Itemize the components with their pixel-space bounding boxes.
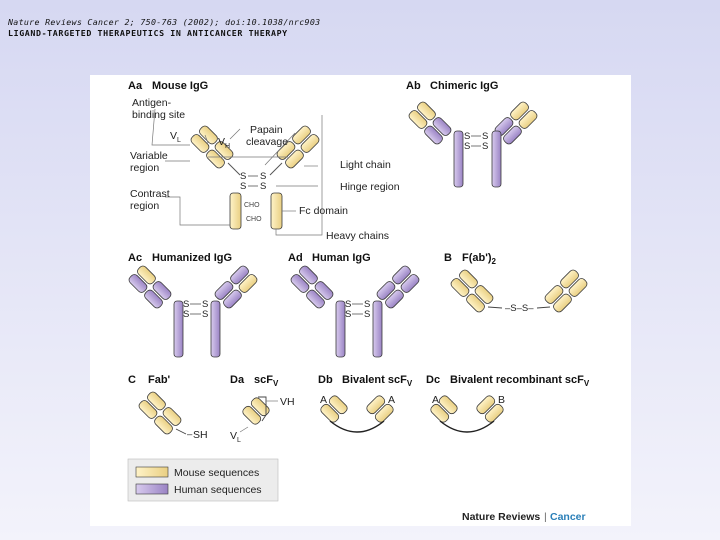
footer-journal: Nature Reviews — [462, 511, 540, 523]
panel-ac-title: Humanized IgG — [152, 252, 232, 264]
panel-db-id: Db — [318, 374, 333, 386]
legend-swatch-human — [135, 483, 169, 495]
panel-db-a1: A — [320, 394, 327, 406]
panel-b: B F(ab')2 –S–S– — [444, 252, 589, 314]
cho-label-2: CHO — [246, 216, 262, 223]
slide-header: Nature Reviews Cancer 2; 750-763 (2002);… — [8, 17, 320, 38]
svg-text:S: S — [183, 299, 189, 310]
panel-ab: Ab Chimeric IgG SS SS — [406, 80, 539, 188]
panel-db-title: Bivalent scFV — [342, 374, 413, 388]
panel-c-sh: SH — [193, 429, 208, 441]
journal-footer: Nature Reviews | Cancer — [462, 511, 586, 523]
panel-ab-id: Ab — [406, 80, 421, 92]
papain-label-1: Papain — [250, 124, 283, 136]
panel-ac: Ac Humanized IgG SS SS — [127, 252, 258, 358]
panel-da: Da scFV VH VL — [230, 374, 295, 444]
panel-ad-id: Ad — [288, 252, 303, 264]
panel-dc-id: Dc — [426, 374, 440, 386]
antigen-binding-label-1: Antigen- — [132, 97, 172, 109]
panel-db: Db Bivalent scFV A A — [318, 374, 413, 433]
vh-label: VH — [218, 136, 230, 150]
panel-da-id: Da — [230, 374, 245, 386]
citation-text: Nature Reviews Cancer 2; 750-763 (2002);… — [8, 17, 321, 27]
variable-region-label-1: Variable — [130, 150, 168, 162]
svg-text:S: S — [464, 141, 470, 152]
svg-text:S: S — [202, 309, 208, 320]
vl-label: VL — [170, 130, 181, 144]
hinge-region-label: Hinge region — [340, 181, 400, 193]
heavy-chains-label: Heavy chains — [326, 230, 389, 242]
light-chain-label: Light chain — [340, 159, 391, 171]
svg-text:S: S — [482, 141, 488, 152]
antibody-diagram: Aa Mouse IgG SS SS CHO CHO Antigen- bind… — [90, 80, 590, 523]
antigen-binding-label-2: binding site — [132, 109, 185, 121]
fc-domain-label: Fc domain — [299, 205, 348, 217]
panel-ad: Ad Human IgG SS SS — [288, 252, 421, 358]
panel-ab-title: Chimeric IgG — [430, 80, 498, 92]
panel-ac-id: Ac — [128, 252, 142, 264]
legend-human-label: Human sequences — [174, 484, 262, 496]
footer-section: Cancer — [550, 511, 586, 523]
legend-mouse-label: Mouse sequences — [174, 467, 259, 479]
svg-text:S: S — [364, 309, 370, 320]
svg-text:S: S — [345, 299, 351, 310]
footer-separator: | — [544, 511, 547, 523]
svg-text:–: – — [187, 429, 193, 440]
panel-b-id: B — [444, 252, 452, 264]
panel-da-vl: VL — [230, 430, 241, 444]
panel-da-vh: VH — [280, 396, 295, 408]
panel-da-title: scFV — [254, 374, 279, 388]
panel-aa: Aa Mouse IgG SS SS CHO CHO Antigen- bind… — [128, 80, 400, 242]
contrast-region-label-2: region — [130, 200, 159, 212]
panel-dc-b: B — [498, 394, 505, 406]
svg-text:S: S — [464, 131, 470, 142]
svg-text:S: S — [345, 309, 351, 320]
legend: Mouse sequences Human sequences — [127, 458, 279, 502]
slide-title: LIGAND-TARGETED THERAPEUTICS IN ANTICANC… — [8, 28, 288, 38]
svg-text:S: S — [202, 299, 208, 310]
panel-c-id: C — [128, 374, 136, 386]
panel-dc-a: A — [432, 394, 439, 406]
svg-text:S: S — [240, 171, 246, 182]
svg-text:–S–S–: –S–S– — [505, 303, 534, 314]
svg-text:S: S — [482, 131, 488, 142]
svg-text:S: S — [240, 181, 246, 192]
legend-swatch-mouse — [135, 466, 169, 478]
svg-text:S: S — [260, 181, 266, 192]
cho-label-1: CHO — [244, 202, 260, 209]
svg-text:S: S — [183, 309, 189, 320]
panel-dc: Dc Bivalent recombinant scFV A B — [426, 374, 590, 433]
panel-aa-id: Aa — [128, 80, 143, 92]
panel-c: C Fab' – SH — [128, 374, 208, 441]
svg-text:S: S — [364, 299, 370, 310]
papain-label-2: cleavage — [246, 136, 288, 148]
panel-ad-title: Human IgG — [312, 252, 371, 264]
panel-db-a2: A — [388, 394, 395, 406]
panel-c-title: Fab' — [148, 374, 171, 386]
panel-dc-title: Bivalent recombinant scFV — [450, 374, 590, 388]
variable-region-label-2: region — [130, 162, 159, 174]
contrast-region-label-1: Contrast — [130, 188, 170, 200]
svg-text:S: S — [260, 171, 266, 182]
panel-aa-title: Mouse IgG — [152, 80, 208, 92]
panel-b-title: F(ab')2 — [462, 252, 497, 266]
